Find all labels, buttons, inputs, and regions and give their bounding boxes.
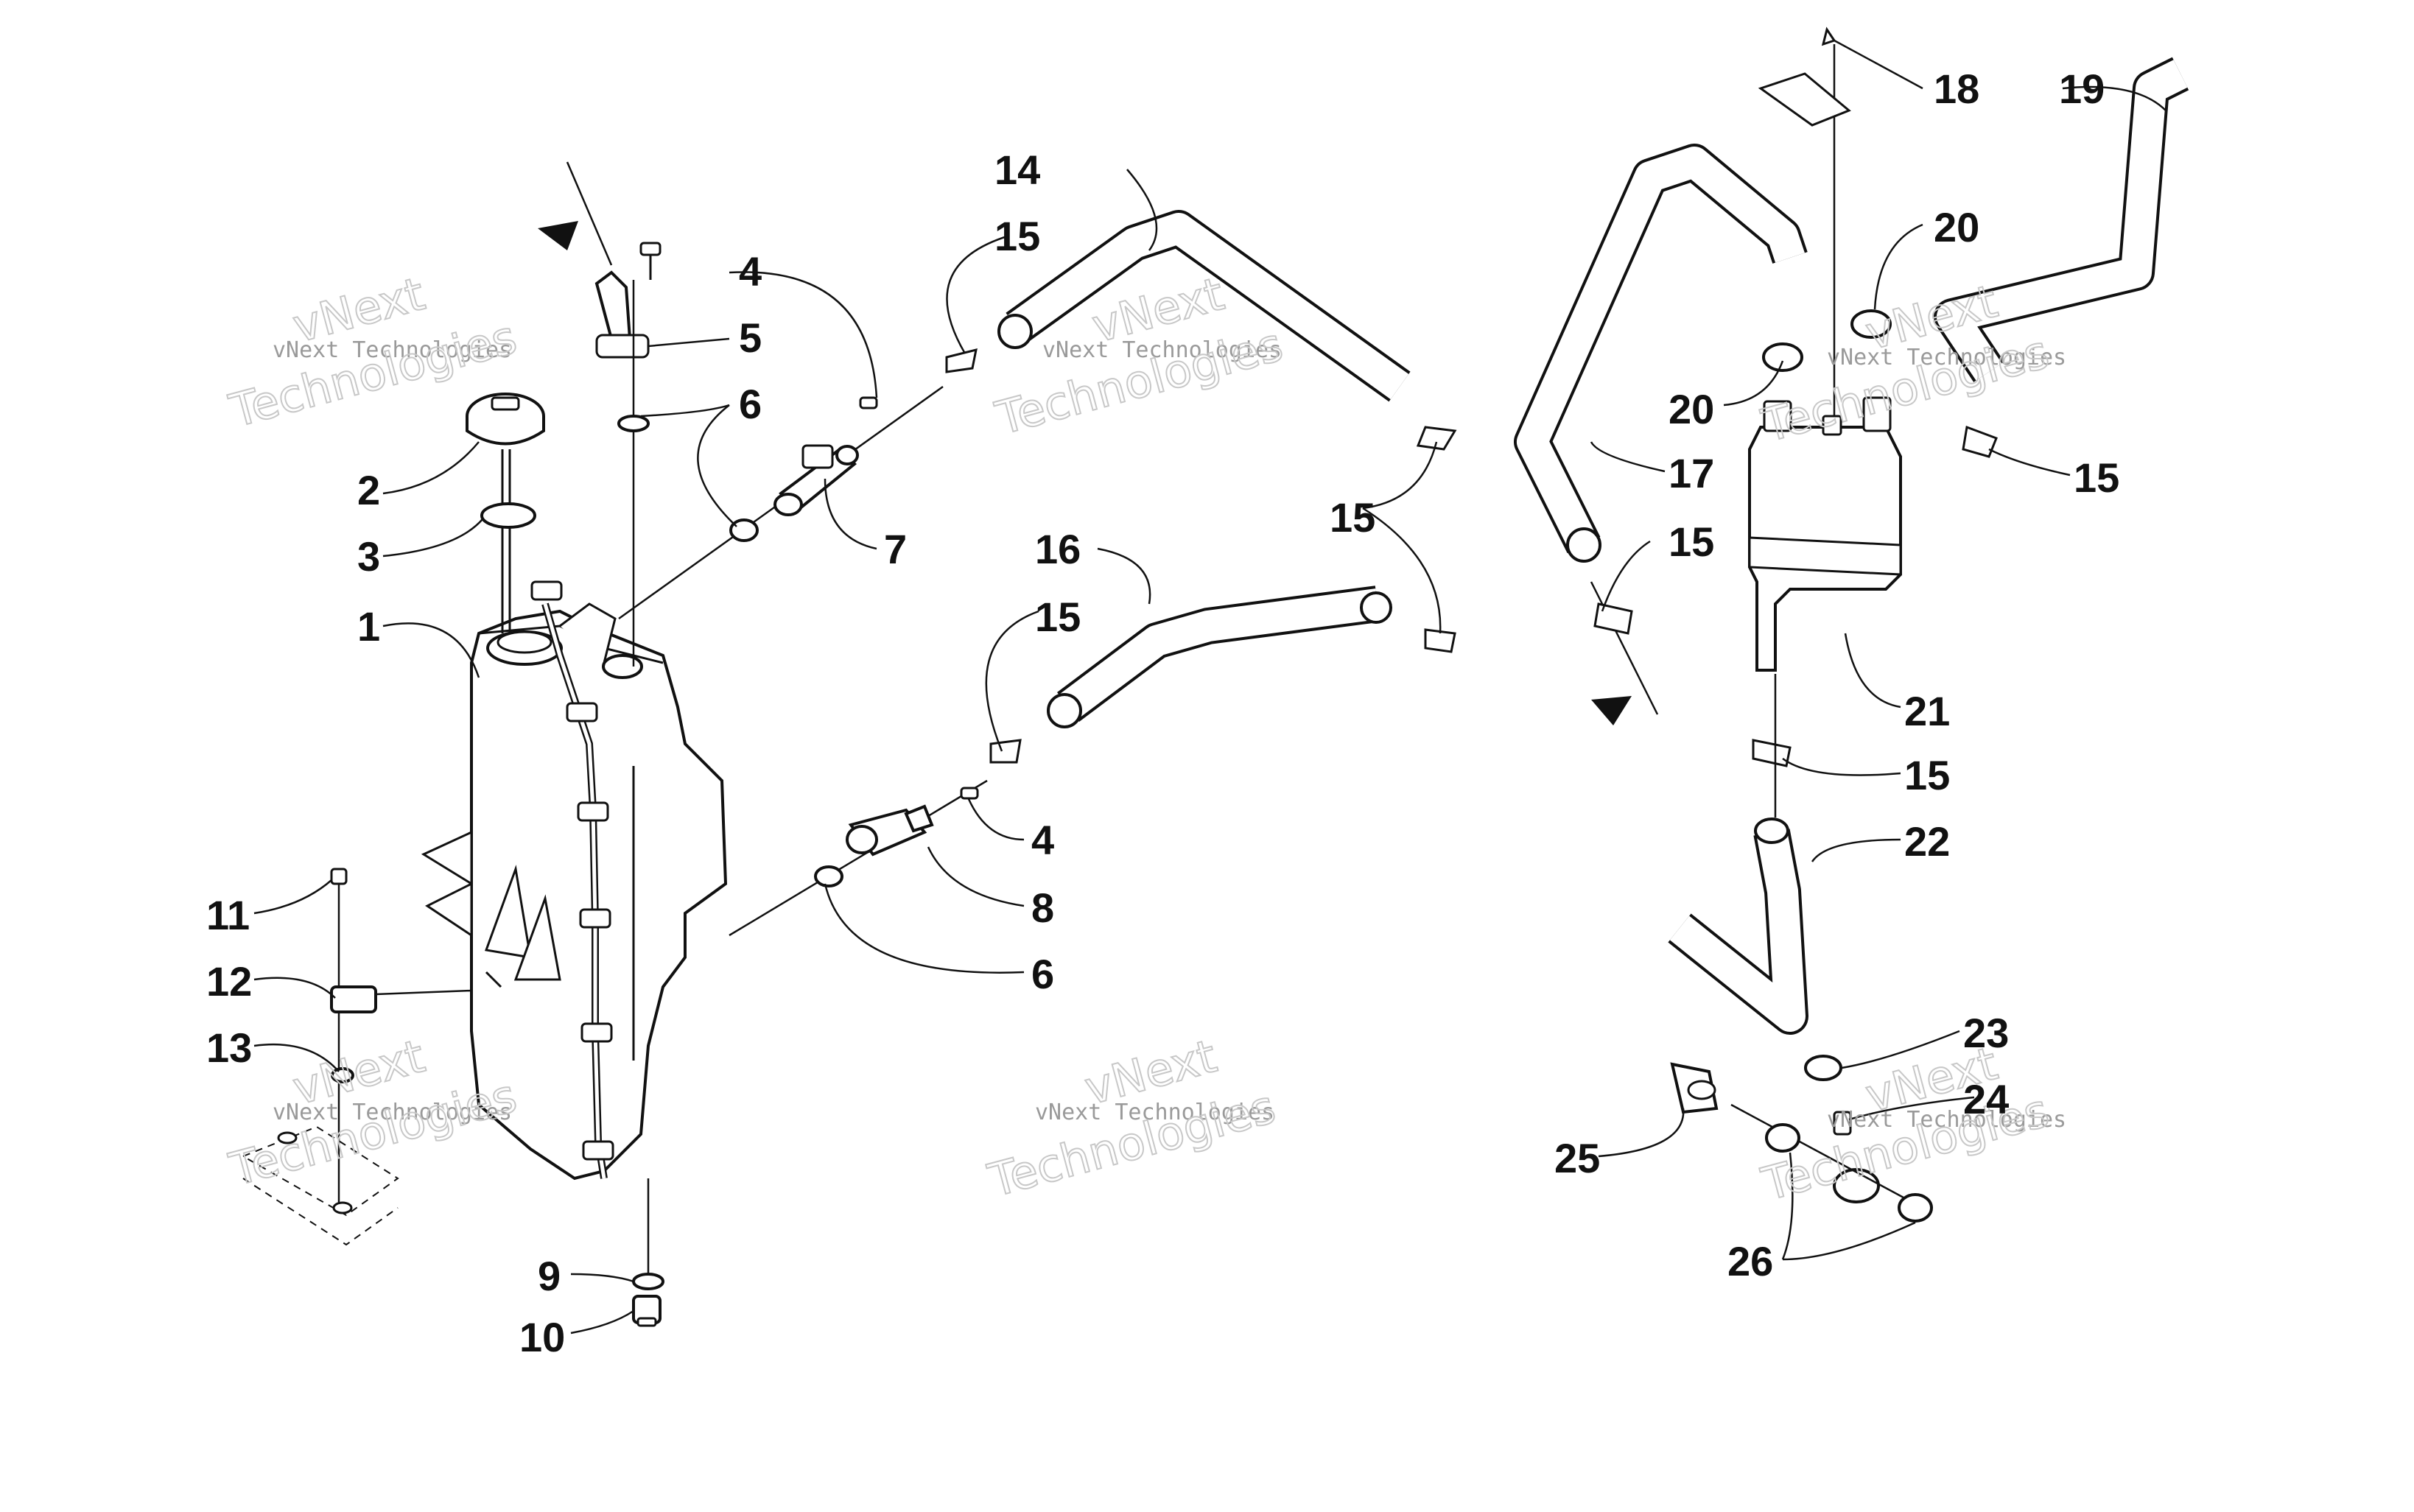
label-19: 19 (2059, 66, 2105, 112)
label-15e: 15 (2074, 454, 2119, 501)
o-ring-9 (632, 1273, 664, 1290)
watermark-5-line2: vNext Technologies (1035, 1100, 1274, 1125)
o-ring-3 (480, 502, 536, 529)
label-15a: 15 (994, 213, 1040, 259)
label-9: 9 (538, 1253, 561, 1299)
screw-4a (639, 242, 662, 280)
washer-26b (1898, 1193, 1933, 1223)
elbow-fitting (594, 270, 650, 667)
label-23: 23 (1963, 1010, 2009, 1056)
label-3: 3 (357, 533, 380, 580)
hose-16 (989, 586, 1456, 764)
label-11: 11 (206, 892, 250, 938)
filler-cap (466, 393, 545, 633)
label-6a: 6 (739, 381, 762, 427)
washer-26a (1765, 1123, 1800, 1153)
flow-axis-line (566, 161, 613, 266)
oil-tank-assembly (241, 161, 988, 1327)
label-15f: 15 (1904, 752, 1950, 798)
cap-23 (1804, 1055, 1842, 1081)
label-18: 18 (1934, 66, 1979, 112)
part-number-labels: 2 3 1 4 5 6 7 14 15 15 16 15 4 8 6 11 12… (206, 66, 2119, 1360)
mount-bracket (241, 868, 472, 1246)
fitting-25 (1670, 1062, 1719, 1114)
label-26: 26 (1727, 1238, 1773, 1284)
label-6b: 6 (1031, 951, 1054, 997)
breather-assembly (1514, 27, 2189, 1223)
cap-20a (1762, 342, 1803, 372)
label-8: 8 (1031, 885, 1054, 931)
label-25: 25 (1554, 1135, 1600, 1181)
canister (1748, 396, 1902, 672)
label-15b: 15 (1330, 494, 1375, 541)
label-22: 22 (1904, 818, 1950, 865)
label-5: 5 (739, 314, 762, 361)
label-2: 2 (357, 467, 380, 513)
fitting-24 (1730, 1103, 1923, 1209)
fitting-8 (729, 779, 988, 937)
label-15d: 15 (1669, 518, 1714, 565)
label-12: 12 (206, 958, 252, 1005)
fitting-7 (618, 385, 944, 620)
label-4b: 4 (1031, 817, 1054, 863)
watermark-2-line2: vNext Technologies (1042, 337, 1282, 363)
label-1: 1 (357, 603, 380, 650)
label-14: 14 (994, 147, 1040, 193)
drain-plug (632, 1295, 662, 1327)
watermark-6-line2: vNext Technologies (1827, 1107, 2066, 1133)
label-24: 24 (1963, 1076, 2009, 1122)
watermark-1-line2: vNext Technologies (273, 337, 512, 363)
watermark-3-line2: vNext Technologies (1827, 345, 2066, 370)
label-20b: 20 (1669, 386, 1714, 432)
cap-20b (1850, 309, 1892, 339)
flow-arrow-icon-2 (1591, 696, 1632, 725)
label-16: 16 (1035, 526, 1081, 572)
o-ring-6a (617, 415, 650, 432)
leader-lines (253, 39, 2166, 1335)
label-10: 10 (519, 1314, 565, 1360)
watermark-4-line2: vNext Technologies (273, 1100, 512, 1125)
label-15c: 15 (1035, 594, 1081, 640)
label-7: 7 (884, 526, 907, 572)
fastener-18 (1758, 27, 1851, 442)
flow-arrow-icon (538, 221, 578, 250)
label-21: 21 (1904, 688, 1950, 734)
label-17: 17 (1669, 450, 1714, 496)
label-20a: 20 (1934, 204, 1979, 250)
label-4a: 4 (739, 248, 762, 295)
label-13: 13 (206, 1024, 252, 1071)
oil-tank (421, 580, 728, 1181)
